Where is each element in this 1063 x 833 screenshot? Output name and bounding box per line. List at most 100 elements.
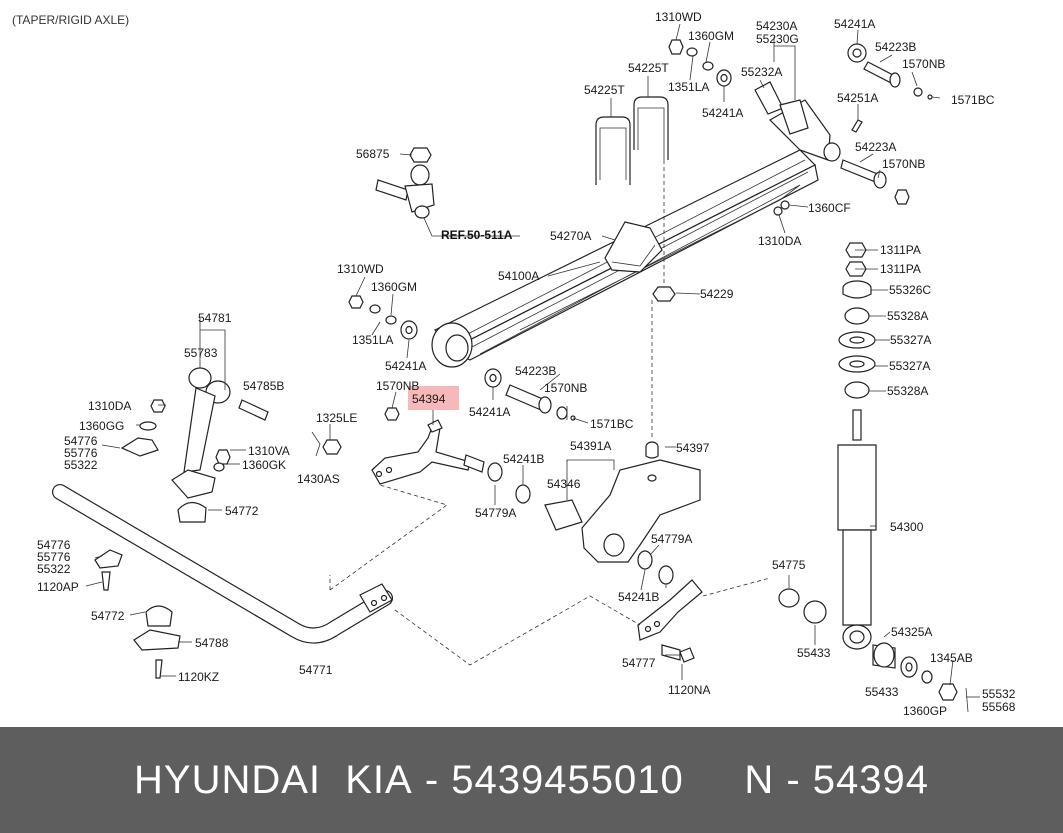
label-54230a: 54230A [756,19,797,33]
footer-part-number: 5439455010 [451,757,684,802]
spring-hardware-top [668,39,933,216]
label-54225t-b: 54225T [584,83,625,97]
spring-hardware-left [348,295,576,421]
parts-diagram: (TAPER/RIGID AXLE) [12,10,1016,718]
label-1360gk: 1360GK [242,458,286,472]
label-54776-a: 54776 [64,434,98,448]
part-labels: 1310WD 1360GM 54230A 55230G 54241A 54223… [37,10,1016,718]
label-54223a: 54223A [855,140,896,154]
label-54788: 54788 [195,636,229,650]
footer-separator-2: - [774,757,813,802]
label-1360cf: 1360CF [808,201,851,215]
label-54223b-tr: 54223B [875,40,916,54]
shock-absorber [837,409,969,713]
label-55433-a: 55433 [797,646,831,660]
label-54100a: 54100A [498,269,539,283]
label-54785b: 54785B [243,379,284,393]
label-1430as: 1430AS [297,472,340,486]
label-1570nb-r: 1570NB [882,157,925,171]
label-1310da-l: 1310DA [88,399,131,413]
ref-label: REF.50-511A [441,228,513,242]
label-55783: 55783 [184,346,218,360]
label-1360gg: 1360GG [79,419,124,433]
label-1570nb-m: 1570NB [544,381,587,395]
part-number-footer: HYUNDAI KIA - 5439455010 N - 54394 [0,727,1063,833]
label-1351la-l: 1351LA [352,333,393,347]
label-1571bc-m: 1571BC [590,417,634,431]
label-55328a-a: 55328A [887,309,928,323]
label-55322-a: 55322 [64,458,98,472]
label-54241a-m2: 54241A [469,405,510,419]
label-54772-b: 54772 [91,609,125,623]
label-55776-a: 55776 [64,446,98,460]
stabilizer-link-bracket [637,579,827,663]
spring-seat-54394 [311,419,485,485]
label-55433-b: 55433 [865,685,899,699]
label-1570nb-l: 1570NB [376,379,419,393]
label-55568: 55568 [982,700,1016,714]
footer-code: 54394 [812,757,929,802]
label-1120ap: 1120AP [37,580,79,594]
label-54241b-a: 54241B [503,452,544,466]
label-54270a: 54270A [550,229,591,243]
label-54241a-mid: 54241A [702,106,743,120]
label-1310va: 1310VA [248,444,290,458]
label-54779a-a: 54779A [475,506,516,520]
label-54241a-l: 54241A [385,359,426,373]
leaf-spring-assembly [431,99,841,368]
label-1325le: 1325LE [316,411,357,425]
spring-pin-nut [651,160,676,440]
label-54775: 54775 [772,558,806,572]
label-55327a-a: 55327A [890,333,931,347]
label-54251a: 54251A [837,91,878,105]
header-note: (TAPER/RIGID AXLE) [12,13,129,27]
label-55322-b: 55322 [37,562,71,576]
label-54776-b: 54776 [37,538,71,552]
highlight-box [408,386,459,410]
footer-brand: HYUNDAI KIA [134,757,413,802]
footer-gap [684,758,745,803]
label-1345ab: 1345AB [930,651,973,665]
label-1310wd-top: 1310WD [655,10,702,24]
spring-seat-54391a [487,441,701,585]
label-54777: 54777 [622,656,656,670]
stabilizer-link [171,367,269,499]
label-55328a-b: 55328A [887,384,928,398]
label-54229: 54229 [700,287,734,301]
label-54772-a: 54772 [225,504,259,518]
label-1571bc-tr: 1571BC [951,93,995,107]
label-1120kz: 1120KZ [178,670,219,684]
label-54771: 54771 [299,663,333,677]
label-1570nb-tr: 1570NB [902,57,945,71]
label-1351la-top: 1351LA [668,80,709,94]
label-55230g: 55230G [756,32,799,46]
label-1310da-r: 1310DA [758,234,801,248]
label-55327a-b: 55327A [889,359,930,373]
label-55232a: 55232A [741,65,782,79]
label-54346: 54346 [547,477,581,491]
label-55326c: 55326C [889,283,931,297]
label-54300: 54300 [890,520,924,534]
label-54241b-b: 54241B [618,590,659,604]
label-1310wd-l: 1310WD [337,262,384,276]
label-54241a-tr: 54241A [834,17,875,31]
label-54391a: 54391A [570,439,611,453]
label-55532: 55532 [982,687,1016,701]
label-1311pa-b: 1311PA [880,262,921,276]
label-1360gp: 1360GP [903,704,947,718]
stabilizer-bushings [94,399,207,679]
label-54781: 54781 [198,311,232,325]
label-54225t-a: 54225T [628,61,669,75]
label-54223b-m: 54223B [515,364,556,378]
label-1360gm-l: 1360GM [371,280,417,294]
stabilizer-bar [52,484,393,644]
label-54325a: 54325A [891,625,932,639]
shock-mount-stack [838,242,876,399]
label-1360gm-top: 1360GM [688,29,734,43]
label-1120na: 1120NA [668,683,710,697]
label-54397: 54397 [676,441,710,455]
label-1311pa-a: 1311PA [880,243,921,257]
u-bolts [595,96,669,185]
footer-separator: - [412,757,452,802]
label-54779a-b: 54779A [651,532,692,546]
